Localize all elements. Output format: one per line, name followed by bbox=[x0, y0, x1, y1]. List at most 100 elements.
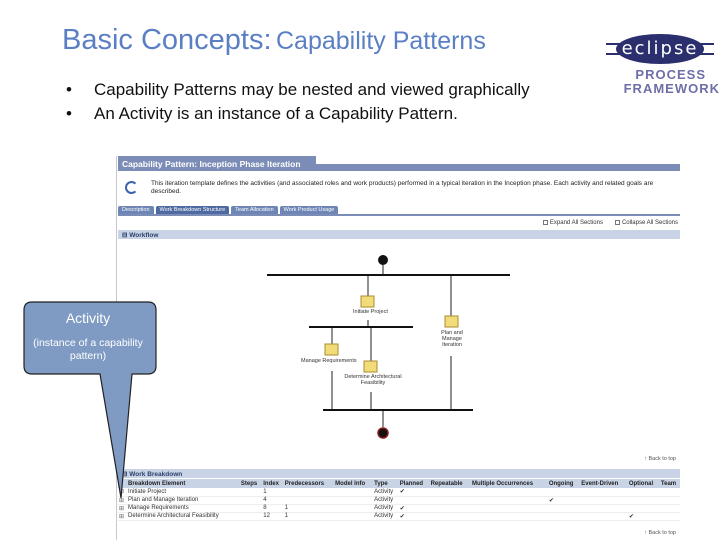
column-header: Multiple Occurrences bbox=[471, 479, 548, 488]
expand-all-link[interactable]: Expand All Sections bbox=[542, 220, 603, 227]
breakdown-element[interactable]: Plan and Manage Iteration bbox=[127, 496, 240, 505]
type-cell: Activity bbox=[373, 496, 399, 505]
workflow-diagram bbox=[267, 255, 510, 439]
back-to-top-link[interactable]: ↑ Back to top bbox=[644, 456, 676, 462]
fork-bar bbox=[309, 326, 413, 328]
slide-title-main: Basic Concepts: bbox=[62, 24, 272, 56]
capability-pattern-screenshot: Capability Pattern: Inception Phase Iter… bbox=[116, 156, 680, 540]
manage-requirements-activity-icon[interactable] bbox=[324, 343, 339, 356]
workflow-section-header[interactable]: ⊟ Workflow bbox=[118, 230, 680, 239]
table-header-row: Breakdown Element Steps Index Predecesso… bbox=[118, 479, 680, 488]
column-header: Event-Driven bbox=[580, 479, 628, 488]
logo-word: eclipse bbox=[621, 38, 699, 59]
repeatable-cell bbox=[429, 512, 472, 521]
eclipse-logo: eclipse PROCESS FRAMEWORK bbox=[604, 34, 720, 104]
repeatable-cell bbox=[429, 496, 472, 505]
tab-work-breakdown[interactable]: Work Breakdown Structure bbox=[155, 206, 230, 214]
tab-team-allocation[interactable]: Team Allocation bbox=[231, 206, 278, 214]
multiple-cell bbox=[471, 504, 548, 513]
model-info-cell bbox=[334, 512, 374, 521]
column-header: Planned bbox=[398, 479, 430, 488]
bullet-icon: • bbox=[66, 104, 72, 123]
breakdown-element[interactable]: Manage Requirements bbox=[127, 504, 240, 513]
collapse-icon: ⊟ bbox=[122, 471, 130, 478]
multiple-cell bbox=[471, 496, 548, 505]
header-bar bbox=[316, 164, 680, 171]
arrow-up-icon: ↑ bbox=[644, 530, 649, 536]
tab-bar: Description Work Breakdown Structure Tea… bbox=[118, 206, 340, 214]
ongoing-cell bbox=[547, 488, 581, 497]
callout-subtitle: (instance of a capability pattern) bbox=[33, 337, 143, 362]
table-row[interactable]: ⊞ Initiate Project 1 Activity ✔ bbox=[118, 488, 680, 497]
table-row[interactable]: ⊞ Manage Requirements 8 1 Activity ✔ bbox=[118, 504, 680, 513]
determine-architecture-activity-icon[interactable] bbox=[363, 360, 378, 373]
type-cell: Activity bbox=[373, 504, 399, 513]
end-node bbox=[377, 427, 389, 439]
index-cell: 12 bbox=[262, 512, 284, 521]
join-bar bbox=[323, 409, 473, 411]
predecessors-cell: 1 bbox=[283, 512, 335, 521]
back-to-top-link[interactable]: ↑ Back to top bbox=[644, 530, 676, 536]
initiate-project-label: Initiate Project bbox=[353, 309, 388, 315]
model-info-cell bbox=[334, 496, 374, 505]
planned-cell: ✔ bbox=[398, 504, 430, 513]
planned-cell bbox=[398, 496, 430, 505]
table-row[interactable]: ⊞ Determine Architectural Feasibility 12… bbox=[118, 512, 680, 521]
eclipse-logo-icon bbox=[606, 34, 714, 64]
column-header: Repeatable bbox=[429, 479, 472, 488]
iteration-icon bbox=[125, 181, 138, 194]
start-node bbox=[378, 255, 388, 265]
bullet-text: Capability Patterns may be nested and vi… bbox=[94, 80, 530, 99]
column-header: Team bbox=[659, 479, 680, 488]
column-header: Breakdown Element bbox=[127, 479, 240, 488]
column-header: Steps bbox=[239, 479, 263, 488]
column-header: Predecessors bbox=[283, 479, 335, 488]
expand-icon[interactable]: ⊞ bbox=[118, 504, 127, 513]
optional-cell bbox=[627, 504, 660, 513]
steps-cell bbox=[239, 504, 263, 513]
collapse-all-link[interactable]: Collapse All Sections bbox=[614, 220, 678, 227]
plan-manage-iteration-activity-icon[interactable] bbox=[444, 315, 459, 328]
fork-bar bbox=[267, 274, 510, 276]
event-driven-cell bbox=[580, 504, 628, 513]
tab-work-product-usage[interactable]: Work Product Usage bbox=[279, 206, 339, 214]
repeatable-cell bbox=[429, 504, 472, 513]
capability-pattern-header: Capability Pattern: Inception Phase Iter… bbox=[118, 156, 316, 171]
work-breakdown-table: Breakdown Element Steps Index Predecesso… bbox=[118, 479, 680, 521]
tab-description[interactable]: Description bbox=[118, 206, 154, 214]
steps-cell bbox=[239, 496, 263, 505]
steps-cell bbox=[239, 512, 263, 521]
collapse-all-label: Collapse All Sections bbox=[621, 220, 678, 227]
bullet-item: •Capability Patterns may be nested and v… bbox=[66, 80, 530, 104]
breakdown-element[interactable]: Determine Architectural Feasibility bbox=[127, 512, 240, 521]
index-cell: 8 bbox=[262, 504, 284, 513]
expand-icon[interactable]: ⊞ bbox=[118, 512, 127, 521]
plan-manage-iteration-label: Plan and Manage Iteration bbox=[441, 330, 463, 348]
callout-shape bbox=[23, 301, 157, 499]
column-header: Ongoing bbox=[547, 479, 581, 488]
predecessors-cell: 1 bbox=[283, 504, 335, 513]
expand-all-label: Expand All Sections bbox=[549, 220, 603, 227]
model-info-cell bbox=[334, 488, 374, 497]
initiate-project-activity-icon[interactable] bbox=[360, 295, 375, 308]
workflow-title: Workflow bbox=[129, 232, 159, 239]
slide-title-sub: Capability Patterns bbox=[276, 27, 486, 55]
back-to-top-label: Back to top bbox=[648, 530, 676, 536]
back-to-top-label: Back to top bbox=[648, 456, 676, 462]
capability-pattern-description: This iteration template defines the acti… bbox=[151, 180, 654, 195]
determine-architecture-label: Determine Architectural Feasibility bbox=[344, 374, 402, 386]
breakdown-element[interactable]: Initiate Project bbox=[127, 488, 240, 497]
collapse-icon: ⊟ bbox=[122, 232, 130, 239]
slide-title: Basic Concepts: Capability Patterns bbox=[62, 24, 486, 57]
work-breakdown-section-header[interactable]: ⊟ Work Breakdown bbox=[118, 469, 680, 478]
steps-cell bbox=[239, 488, 263, 497]
event-driven-cell bbox=[580, 512, 628, 521]
type-cell: Activity bbox=[373, 488, 399, 497]
team-cell bbox=[659, 504, 680, 513]
expand-icon[interactable]: ⊞ bbox=[118, 496, 127, 505]
team-cell bbox=[659, 496, 680, 505]
column-header: Optional bbox=[627, 479, 660, 488]
multiple-cell bbox=[471, 488, 548, 497]
type-cell: Activity bbox=[373, 512, 399, 521]
table-row[interactable]: ⊞ Plan and Manage Iteration 4 Activity ✔ bbox=[118, 496, 680, 505]
